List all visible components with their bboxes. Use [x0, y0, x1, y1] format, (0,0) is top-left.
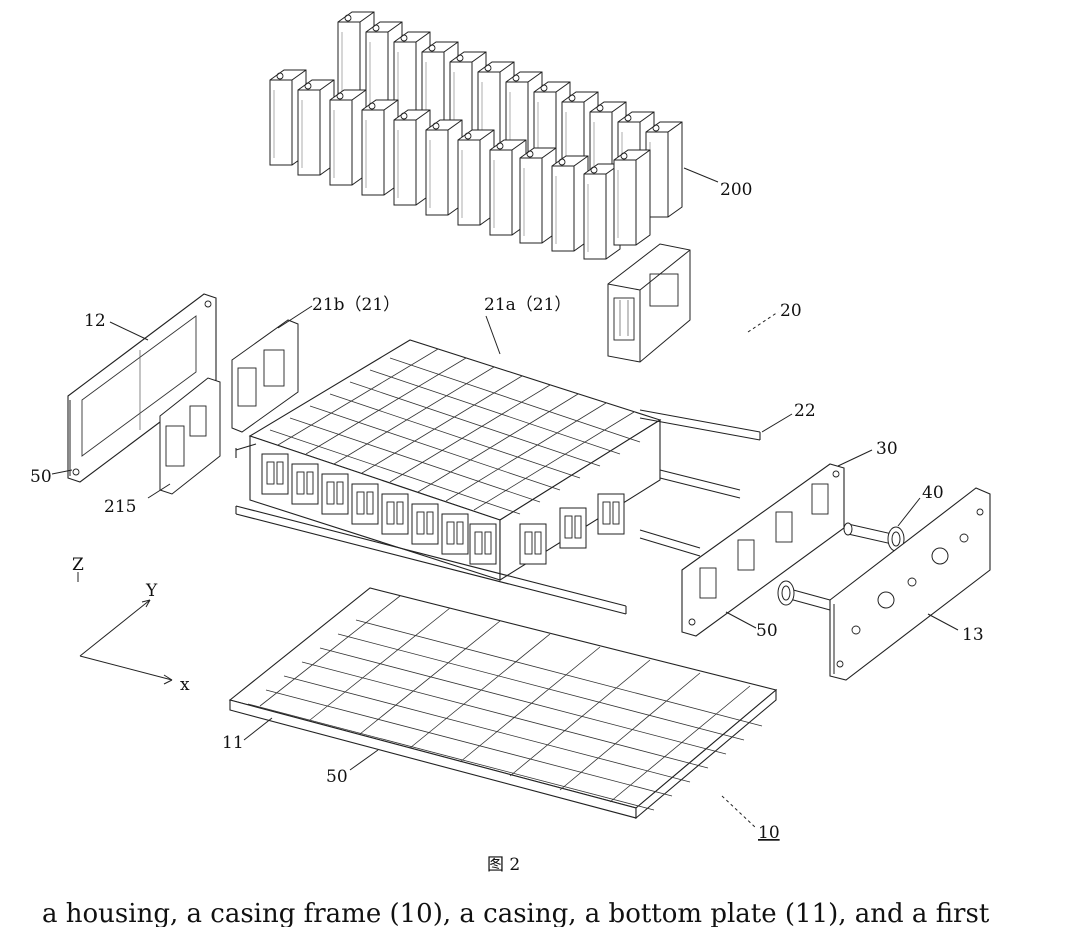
axis-label-y: Y	[145, 581, 158, 601]
label-21b: 21b（21）	[312, 295, 400, 315]
label-20: 20	[780, 301, 802, 321]
module-holder	[608, 244, 690, 362]
label-50-left: 50	[30, 467, 52, 487]
label-215: 215	[104, 497, 136, 517]
label-13: 13	[962, 625, 984, 645]
leader-13	[928, 614, 958, 630]
label-11: 11	[222, 733, 244, 753]
leader-200	[684, 168, 718, 182]
label-10: 10	[758, 823, 780, 843]
leader-50-bottom	[350, 750, 378, 770]
leader-30	[838, 450, 872, 466]
leader-50-right	[726, 612, 756, 628]
axis-label-z: Z	[72, 555, 84, 575]
leader-10	[722, 796, 756, 828]
label-50-bottom: 50	[326, 767, 348, 787]
figure-caption: 图 2	[487, 855, 520, 875]
label-22: 22	[794, 401, 816, 421]
label-200: 200	[720, 180, 752, 200]
leader-20	[748, 312, 778, 332]
leader-40	[898, 498, 920, 526]
leader-21a	[486, 316, 500, 354]
leader-22	[762, 414, 792, 432]
right-end-plate	[830, 488, 990, 680]
axis-label-x: x	[180, 675, 190, 695]
text-below: a housing, a casing frame (10), a casing…	[42, 899, 990, 927]
label-12: 12	[84, 311, 106, 331]
axis-triad	[78, 572, 172, 684]
label-50-right: 50	[756, 621, 778, 641]
label-40: 40	[922, 483, 944, 503]
leader-12	[110, 322, 148, 340]
leader-11	[244, 718, 272, 740]
label-30: 30	[876, 439, 898, 459]
battery-cells	[270, 12, 682, 259]
label-21a: 21a（21）	[484, 295, 571, 315]
